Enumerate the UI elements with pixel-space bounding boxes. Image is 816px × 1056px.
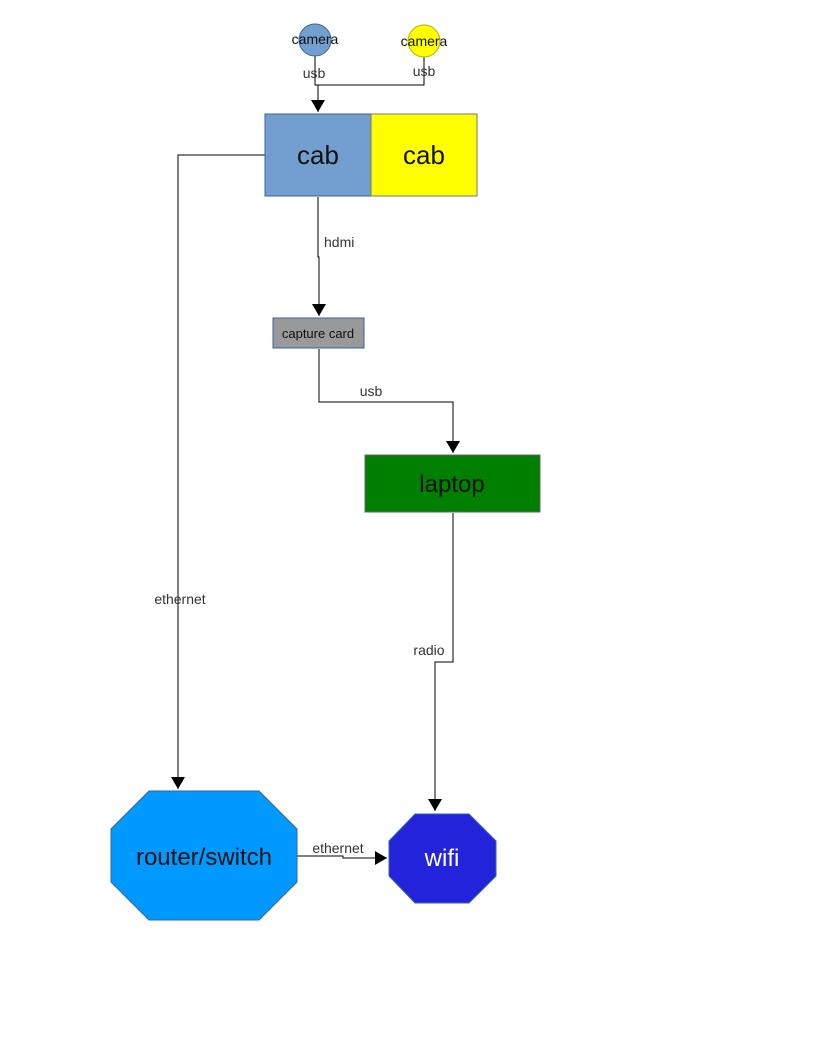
edge-label-usb-camera-yellow: usb <box>413 63 436 79</box>
laptop-label: laptop <box>419 471 484 498</box>
camera-blue-node <box>298 23 332 57</box>
router-switch-label: router/switch <box>136 844 272 871</box>
edge-label-ethernet-router-wifi: ethernet <box>312 840 363 856</box>
edge-radio <box>428 513 454 811</box>
edge-label-usb-camera-blue: usb <box>303 65 326 81</box>
edge-hdmi <box>312 197 326 316</box>
edge-ethernet-cab-router <box>171 154 265 789</box>
wifi-label: wifi <box>424 845 460 872</box>
edge-label-ethernet-cab-router: ethernet <box>154 591 205 607</box>
edge-usb-camera-yellow <box>318 57 425 86</box>
cab-blue-label: cab <box>297 140 339 170</box>
wifi-node <box>388 813 497 904</box>
edge-usb-camera-blue <box>311 56 325 112</box>
cab-yellow-label: cab <box>403 140 445 170</box>
edge-usb-capture-laptop <box>318 349 460 453</box>
capture-card-node <box>272 317 365 349</box>
cab-yellow-node <box>370 113 478 197</box>
camera-yellow-node <box>407 24 441 58</box>
edge-ethernet-router-wifi <box>297 851 387 865</box>
camera-blue-label: camera <box>292 31 339 47</box>
edge-label-radio: radio <box>413 642 444 658</box>
edge-label-hdmi: hdmi <box>324 234 354 250</box>
edge-label-usb-capture-laptop: usb <box>360 383 383 399</box>
camera-yellow-label: camera <box>401 33 448 49</box>
router-switch-node <box>110 790 298 921</box>
laptop-node <box>364 454 541 513</box>
cab-blue-node <box>264 113 372 197</box>
capture-card-label: capture card <box>282 326 354 341</box>
